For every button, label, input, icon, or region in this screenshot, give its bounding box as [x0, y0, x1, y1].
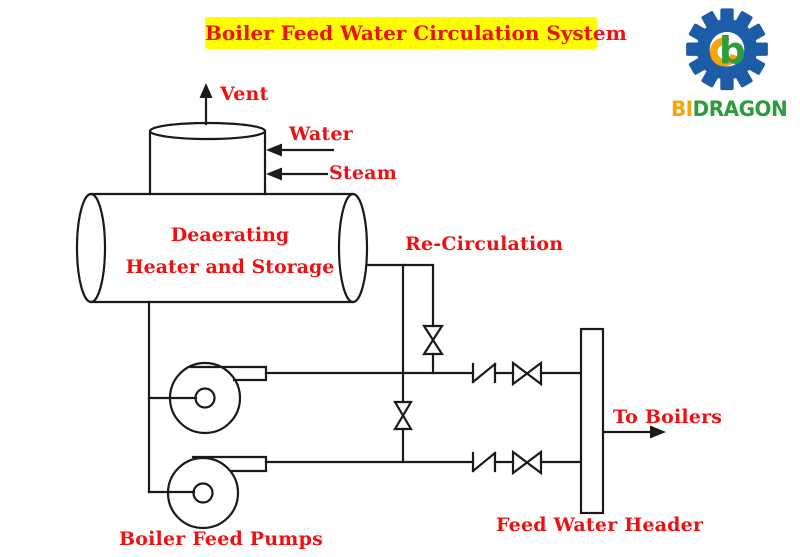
feed-water-header-label: Feed Water Header	[496, 514, 704, 536]
deaerator-tank	[75, 192, 369, 304]
gate-valve-1-icon	[511, 360, 543, 387]
gear-logo-icon: b	[686, 8, 768, 91]
vent-arrow-icon	[199, 83, 213, 126]
logo-wordmark: BIDRAGON	[670, 97, 788, 121]
brand-logo: b BIDRAGON	[668, 8, 788, 121]
check-valve-2-icon	[471, 451, 497, 473]
deaerator-label-line2: Heater and Storage	[125, 256, 335, 278]
check-valve-1-icon	[471, 362, 497, 384]
deaerator-label: Deaerating Heater and Storage	[108, 219, 352, 283]
deaerator-dome	[148, 121, 267, 196]
deaerator-label-line1: Deaerating	[170, 224, 290, 246]
recirculation-valve-icon	[421, 324, 445, 356]
water-arrow-icon	[266, 143, 335, 157]
steam-arrow-icon	[266, 167, 329, 181]
recirculation-pipe	[365, 263, 435, 375]
logo-text-bi: BI	[670, 97, 693, 121]
recirculation-label: Re-Circulation	[405, 233, 564, 255]
vent-label: Vent	[220, 83, 269, 105]
page-title: Boiler Feed Water Circulation System	[205, 17, 627, 49]
suction-pipe	[147, 300, 198, 494]
gate-valve-2-icon	[511, 449, 543, 476]
steam-label: Steam	[329, 162, 398, 184]
boiler-feed-pumps-label: Boiler Feed Pumps	[119, 528, 323, 550]
to-boilers-label: To Boilers	[613, 406, 723, 428]
feed-pump-2	[166, 455, 268, 530]
branch-valve-icon	[393, 400, 413, 431]
logo-text-dragon: DRAGON	[692, 97, 788, 121]
to-boilers-arrow-icon	[602, 425, 666, 439]
svg-text:b: b	[719, 28, 746, 72]
water-label: Water	[289, 123, 353, 145]
feed-water-header-vessel	[579, 327, 605, 515]
